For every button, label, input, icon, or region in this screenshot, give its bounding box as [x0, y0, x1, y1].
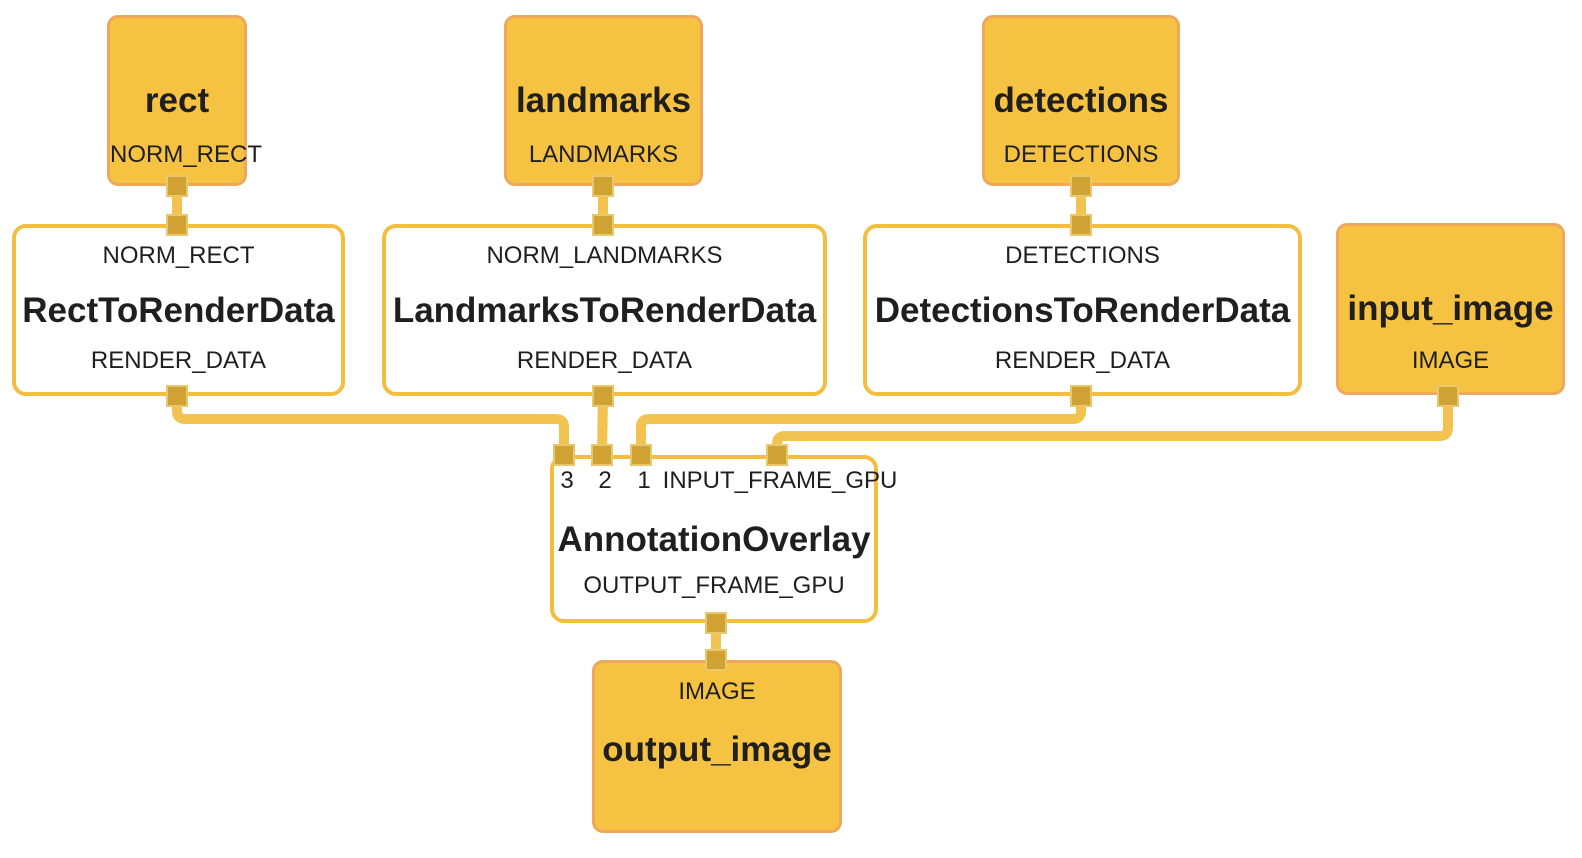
node-title: landmarks — [515, 81, 692, 120]
node-input-image[interactable]: input_image IMAGE — [1336, 223, 1565, 395]
node-name: DetectionsToRenderData — [874, 291, 1291, 330]
node-annotation-overlay[interactable]: 3 2 1 INPUT_FRAME_GPU AnnotationOverlay … — [550, 455, 897, 623]
input-port-label: 2 — [598, 467, 612, 494]
output-port-label: LANDMARKS — [528, 141, 679, 168]
input-port-label: INPUT_FRAME_GPU — [662, 467, 898, 494]
edge-detectionstorenderdata-to-annotationoverlay — [636, 396, 1086, 455]
node-output-image[interactable]: IMAGE output_image — [592, 660, 842, 833]
port-connector — [1070, 175, 1092, 197]
output-port-label: OUTPUT_FRAME_GPU — [583, 572, 845, 599]
node-title: output_image — [602, 730, 832, 769]
port-connector — [1070, 385, 1092, 407]
node-rect-to-render-data[interactable]: NORM_RECT RectToRenderData RENDER_DATA — [12, 224, 345, 396]
port-connector — [705, 612, 727, 634]
node-name: RectToRenderData — [22, 291, 335, 330]
output-port-label: RENDER_DATA — [516, 347, 693, 374]
port-connector — [705, 649, 727, 671]
input-port-label: 1 — [637, 467, 651, 494]
node-landmarks-to-render-data[interactable]: NORM_LANDMARKS LandmarksToRenderData REN… — [382, 224, 827, 396]
output-port-label: IMAGE — [1411, 347, 1490, 374]
port-connector — [766, 444, 788, 466]
port-connector — [166, 385, 188, 407]
port-connector — [166, 175, 188, 197]
edge-recttorenderdata-to-annotationoverlay — [172, 396, 569, 455]
output-port-label: RENDER_DATA — [994, 347, 1171, 374]
input-port-label: DETECTIONS — [1005, 242, 1160, 269]
port-connector — [630, 444, 652, 466]
input-port-label: NORM_LANDMARKS — [486, 242, 723, 269]
node-detections-to-render-data[interactable]: DETECTIONS DetectionsToRenderData RENDER… — [863, 224, 1302, 396]
port-connector — [591, 444, 613, 466]
node-landmarks[interactable]: landmarks LANDMARKS — [504, 15, 703, 186]
output-port-label: DETECTIONS — [1003, 141, 1159, 168]
output-port-label: NORM_RECT — [110, 141, 263, 168]
port-connector — [592, 385, 614, 407]
port-connector — [166, 214, 188, 236]
port-connector — [553, 444, 575, 466]
port-connector — [592, 214, 614, 236]
port-connector — [592, 175, 614, 197]
port-connector — [1070, 214, 1092, 236]
node-name: LandmarksToRenderData — [392, 291, 817, 330]
node-rect[interactable]: rect NORM_RECT — [107, 15, 263, 186]
output-port-label: RENDER_DATA — [90, 347, 267, 374]
node-title: rect — [144, 81, 210, 120]
input-port-label: IMAGE — [678, 678, 756, 705]
node-title: input_image — [1347, 289, 1554, 328]
node-name: AnnotationOverlay — [557, 520, 871, 559]
node-detections[interactable]: detections DETECTIONS — [982, 15, 1180, 186]
port-connector — [1437, 385, 1459, 407]
input-port-label: 3 — [560, 467, 574, 494]
node-title: detections — [993, 81, 1169, 120]
input-port-label: NORM_RECT — [102, 242, 255, 269]
edge-inputimage-to-annotationoverlay — [772, 396, 1453, 455]
